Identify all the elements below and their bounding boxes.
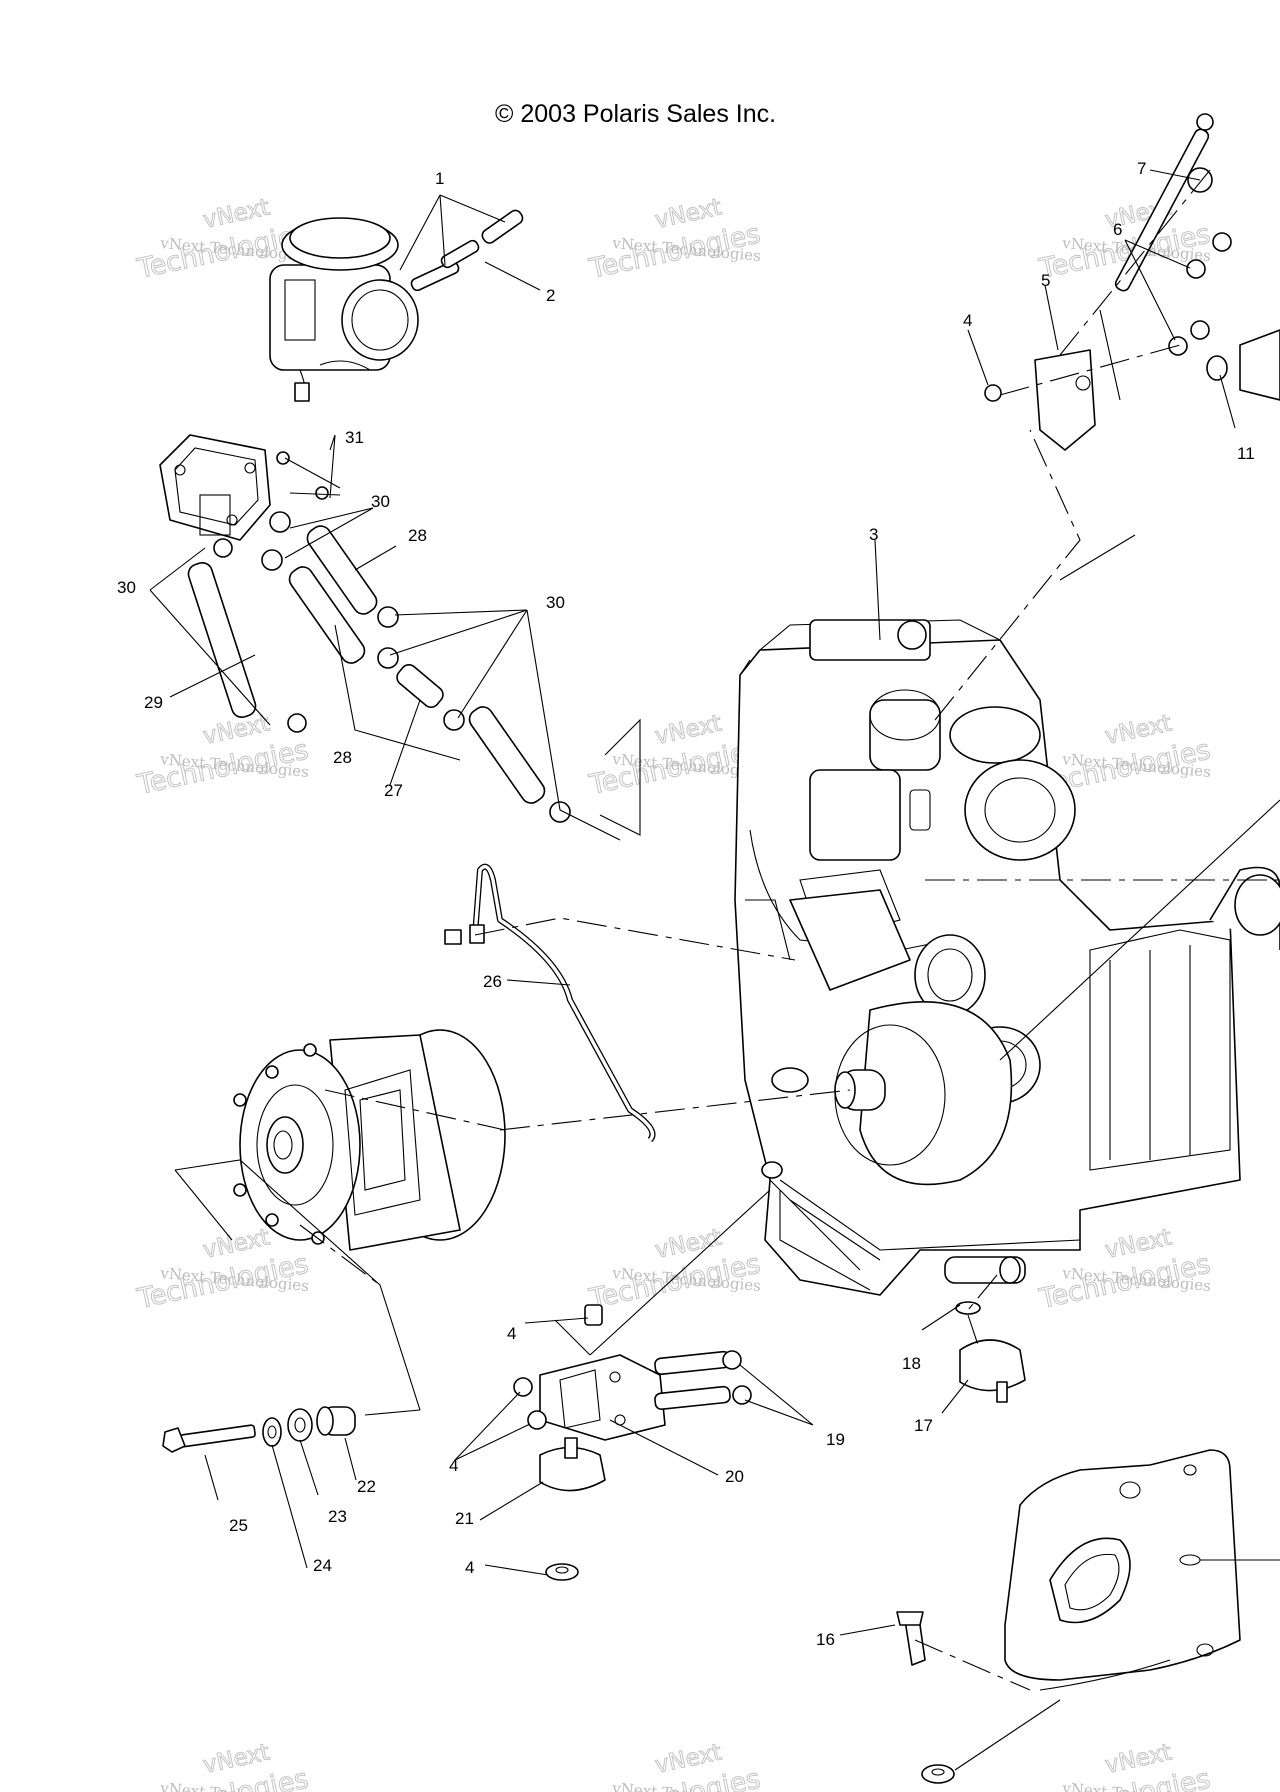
bracket-part (984, 329, 1280, 451)
rear-engine-mount-part (955, 1301, 1026, 1403)
fuel-pump-part (159, 434, 329, 571)
callout-label: 1 (435, 169, 444, 188)
callout-label: 30 (546, 593, 565, 612)
callout-label: 4 (449, 1456, 458, 1475)
callout-label: 22 (357, 1477, 376, 1496)
callout-label: 23 (328, 1507, 347, 1526)
callout-label: 24 (313, 1556, 332, 1575)
callout-label: 4 (963, 311, 972, 330)
callout-label: 11 (1237, 444, 1255, 463)
callout-label: 4 (465, 1558, 474, 1577)
callout-label: 16 (816, 1630, 835, 1649)
callout-label: 19 (826, 1430, 845, 1449)
callout-label: 20 (725, 1467, 744, 1486)
callout-label: 5 (1041, 271, 1050, 290)
callout-labels: 1 2 3 4 4 4 4 4 5 6 7 11 16 17 18 19 20 … (117, 159, 1255, 1649)
fuel-hose-parts (187, 525, 571, 823)
callout-label: 31 (345, 428, 364, 447)
drive-clutch-part (233, 1029, 506, 1251)
callout-label: 25 (229, 1516, 248, 1535)
callout-label: 28 (333, 748, 352, 767)
callout-label: 3 (869, 525, 878, 544)
leader-lines (149, 169, 1280, 1771)
mounting-plate-part (896, 1449, 1241, 1784)
callout-label: 18 (902, 1354, 921, 1373)
callout-label: 6 (1113, 220, 1122, 239)
callout-label: 7 (1137, 159, 1146, 178)
callout-label: 27 (384, 781, 403, 800)
callout-label: 4 (507, 1324, 516, 1343)
callout-label: 30 (371, 492, 390, 511)
callout-label: 26 (483, 972, 502, 991)
callout-label: 21 (455, 1509, 474, 1528)
callout-label: 29 (144, 693, 163, 712)
engine-mount-bracket-part (513, 1304, 752, 1581)
engine-assembly-part (734, 619, 1280, 1296)
callout-label: 17 (914, 1416, 933, 1435)
callout-label: 30 (117, 578, 136, 597)
breather-tube-part (444, 863, 656, 1143)
mount-bolt-set (162, 1406, 356, 1453)
callout-label: 2 (546, 286, 555, 305)
callout-label: 28 (408, 526, 427, 545)
copyright-text: © 2003 Polaris Sales Inc. (495, 100, 776, 128)
carburetor-part (269, 209, 524, 402)
